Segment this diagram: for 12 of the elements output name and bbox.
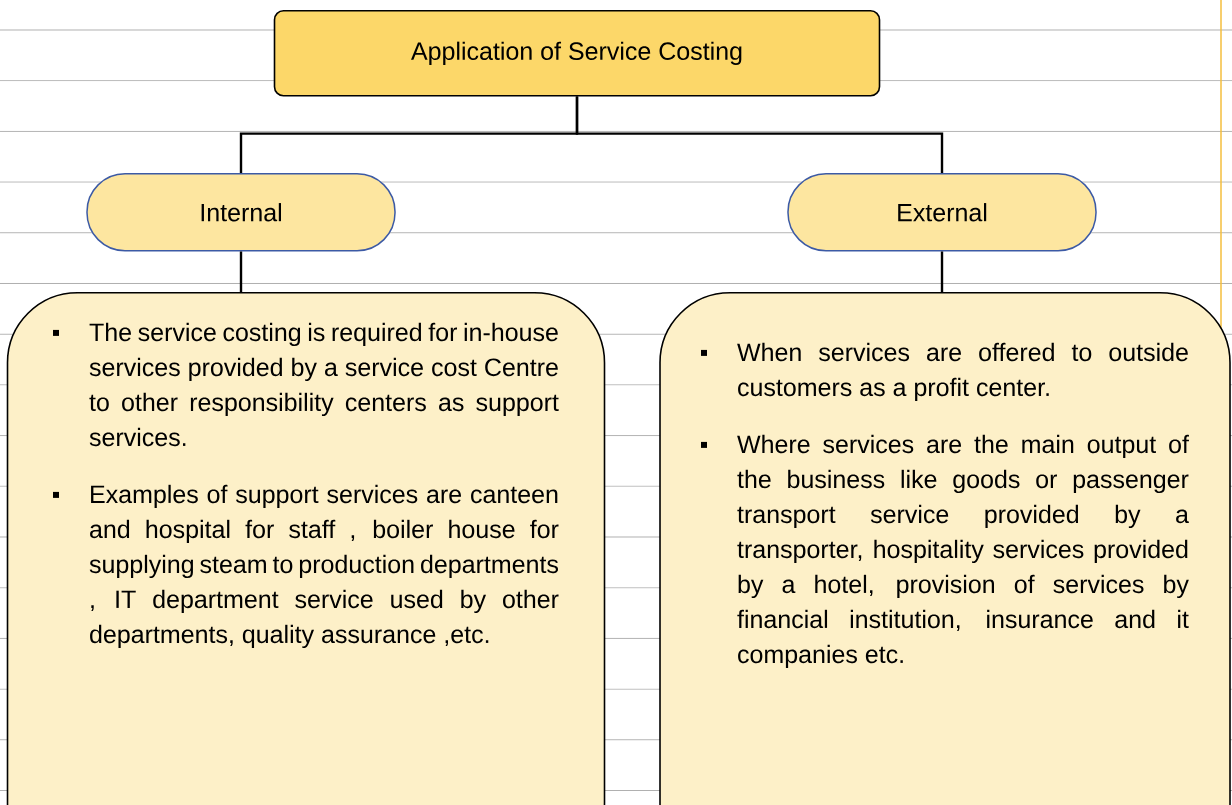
category-box: External: [787, 173, 1097, 252]
bullet-item: Where services are the main output of the business like goods or passenger transport service provided by a transporter, hospitality services provided by a hotel, provision of services by financial institution, insurance and it companies etc.: [701, 434, 1189, 669]
description-box: [659, 292, 1231, 805]
category-box: Internal: [86, 173, 396, 252]
bullet-item: The service costing is required for in-house services provided by a service cost Centre to other responsibility centers as support services.: [53, 322, 559, 447]
connector-line: [239, 251, 243, 292]
connector-line: [575, 96, 944, 173]
bullet-item: Examples of support services are canteen and hospital for staff , boiler house for supplying steam to production departments , IT department service used by other departments, quality assurance ,etc.: [53, 484, 559, 649]
connector-line: [940, 251, 944, 292]
bullet-item: When services are offered to outside customers as a profit center.: [701, 342, 1188, 402]
description-box: [6, 292, 606, 805]
title-box: Application of Service Costing: [273, 10, 881, 97]
